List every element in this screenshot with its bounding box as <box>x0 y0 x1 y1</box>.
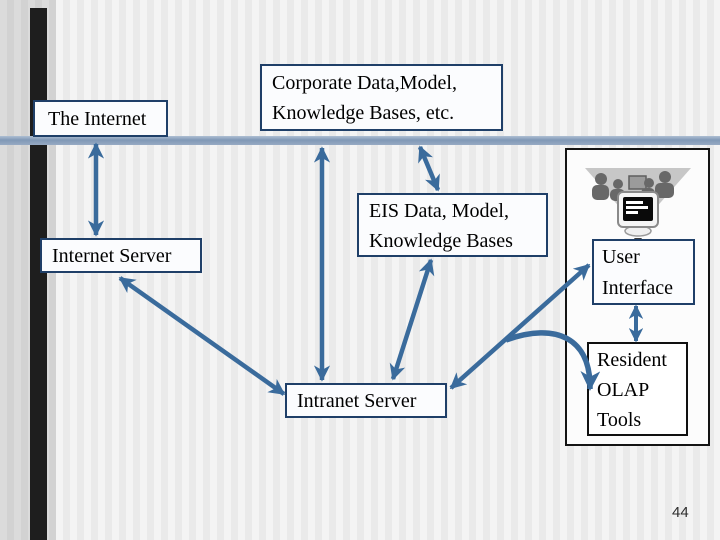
box-corporate-data: Corporate Data,Model, Knowledge Bases, e… <box>260 64 503 131</box>
accent-divider-line <box>0 136 720 145</box>
box-eis-data: EIS Data, Model, Knowledge Bases <box>357 193 548 257</box>
computer-monitor-icon <box>617 191 659 244</box>
meeting-people-funnel-graphic <box>585 168 691 244</box>
arrow-internetserver-intranetserver <box>118 276 286 396</box>
box-user-interface: User Interface <box>592 239 695 305</box>
arrow-eis-intranetserver <box>389 258 435 381</box>
box-internet-server: Internet Server <box>40 238 202 273</box>
box-intranet-server: Intranet Server <box>285 383 447 418</box>
arrow-corporate-eis <box>417 145 441 192</box>
box-resident-olap-tools: Resident OLAP Tools <box>587 342 688 436</box>
box-the-internet: The Internet <box>33 100 168 137</box>
left-accent-bar <box>30 8 47 540</box>
page-number: 44 <box>672 504 689 521</box>
